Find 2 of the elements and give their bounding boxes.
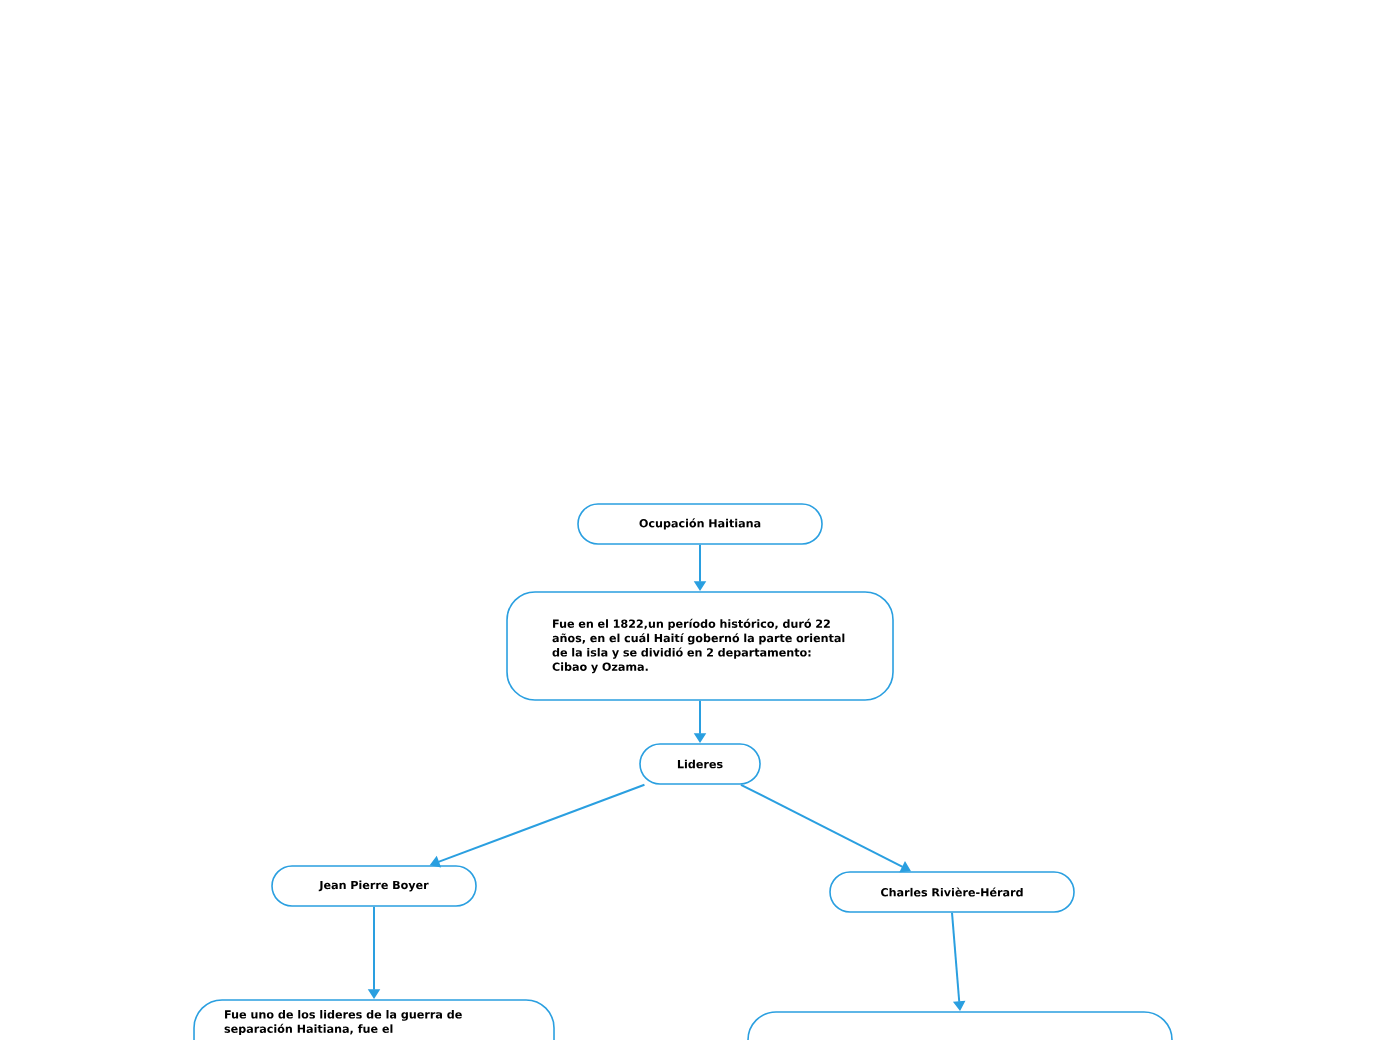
arrow: [739, 783, 911, 873]
topic-box: [747, 1011, 1173, 1040]
